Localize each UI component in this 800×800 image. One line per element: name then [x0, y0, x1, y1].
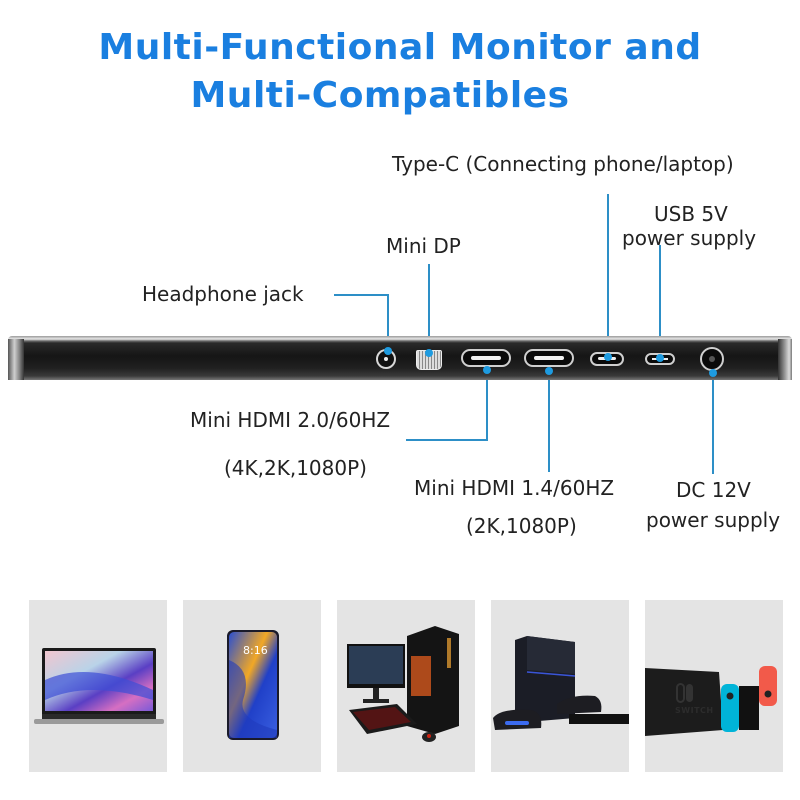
usb-5v-marker — [656, 354, 664, 362]
headphone-leader-v — [387, 294, 389, 350]
headline-line-2: Multi-Compatibles — [190, 75, 570, 116]
mini-hdmi-14-sublabel: (2K,1080P) — [466, 514, 577, 538]
headphone-marker — [384, 347, 392, 355]
usb-5v-leader — [659, 245, 661, 357]
nintendo-switch-image — [645, 666, 777, 736]
usb-5v-label: USB 5V — [654, 202, 728, 226]
mini-hdmi-14-label: Mini HDMI 1.4/60HZ — [414, 476, 615, 500]
laptop-image — [34, 648, 164, 724]
device-tile-nintendo-switch: SWITCH — [645, 600, 783, 772]
type-c-label: Type-C (Connecting phone/laptop) — [392, 152, 734, 176]
device-tile-gaming-pc — [337, 600, 475, 772]
mini-hdmi-20-icon — [461, 349, 511, 367]
dc-jack-icon — [700, 347, 724, 371]
mini-hdmi-14-icon — [524, 349, 574, 367]
panel-right-cap — [778, 339, 792, 380]
game-console-image — [493, 636, 629, 730]
hdmi20-leader-v — [486, 370, 488, 440]
hdmi20-marker — [483, 366, 491, 374]
device-tile-laptop — [29, 600, 167, 772]
mini-hdmi-20-label: Mini HDMI 2.0/60HZ — [190, 408, 391, 432]
dc-12v-sublabel: power supply — [646, 508, 781, 532]
usb-5v-sublabel: power supply — [622, 226, 757, 250]
monitor-side-panel — [8, 336, 792, 380]
hdmi20-leader-h — [406, 439, 488, 441]
desktop-pc-image — [347, 626, 459, 742]
hdmi14-marker — [545, 367, 553, 375]
smartphone-image — [227, 630, 279, 740]
headphone-leader-h — [334, 294, 388, 296]
dc-12v-label: DC 12V — [676, 478, 751, 502]
dc-leader — [712, 372, 714, 474]
mini-hdmi-20-sublabel: (4K,2K,1080P) — [224, 456, 367, 480]
mini-dp-leader — [428, 264, 430, 352]
panel-left-cap — [8, 339, 24, 380]
phone-clock: 8:16 — [243, 644, 268, 657]
switch-logo-text: SWITCH — [675, 706, 714, 715]
hdmi14-leader — [548, 370, 550, 472]
device-tile-smartphone: 8:16 — [183, 600, 321, 772]
mini-dp-marker — [425, 349, 433, 357]
headline-line-1: Multi-Functional Monitor and — [98, 27, 702, 68]
type-c-leader — [607, 194, 609, 354]
mini-dp-label: Mini DP — [386, 234, 461, 258]
headphone-jack-label: Headphone jack — [142, 282, 304, 306]
dc-marker — [709, 369, 717, 377]
device-tile-playstation — [491, 600, 629, 772]
type-c-marker — [604, 353, 612, 361]
headphone-jack-icon — [376, 349, 396, 369]
